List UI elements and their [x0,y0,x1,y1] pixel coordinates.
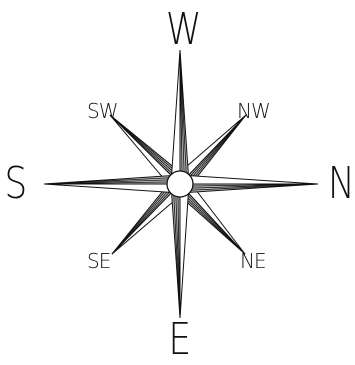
cardinal-point-bottom-light-half [180,184,189,318]
label-right: N [328,162,354,206]
label-lower-right: NE [240,251,266,271]
center-ring [167,171,193,197]
label-bottom: E [168,318,190,362]
cardinal-point-right-light-half [180,175,318,184]
cardinal-point-top-light-half [171,50,180,184]
label-lower-left: SE [87,251,110,271]
label-upper-left: SW [87,101,117,121]
label-left: S [4,162,26,206]
label-upper-right: NW [237,101,270,121]
cardinal-point-left-light-half [44,184,180,193]
label-top: W [166,8,201,52]
